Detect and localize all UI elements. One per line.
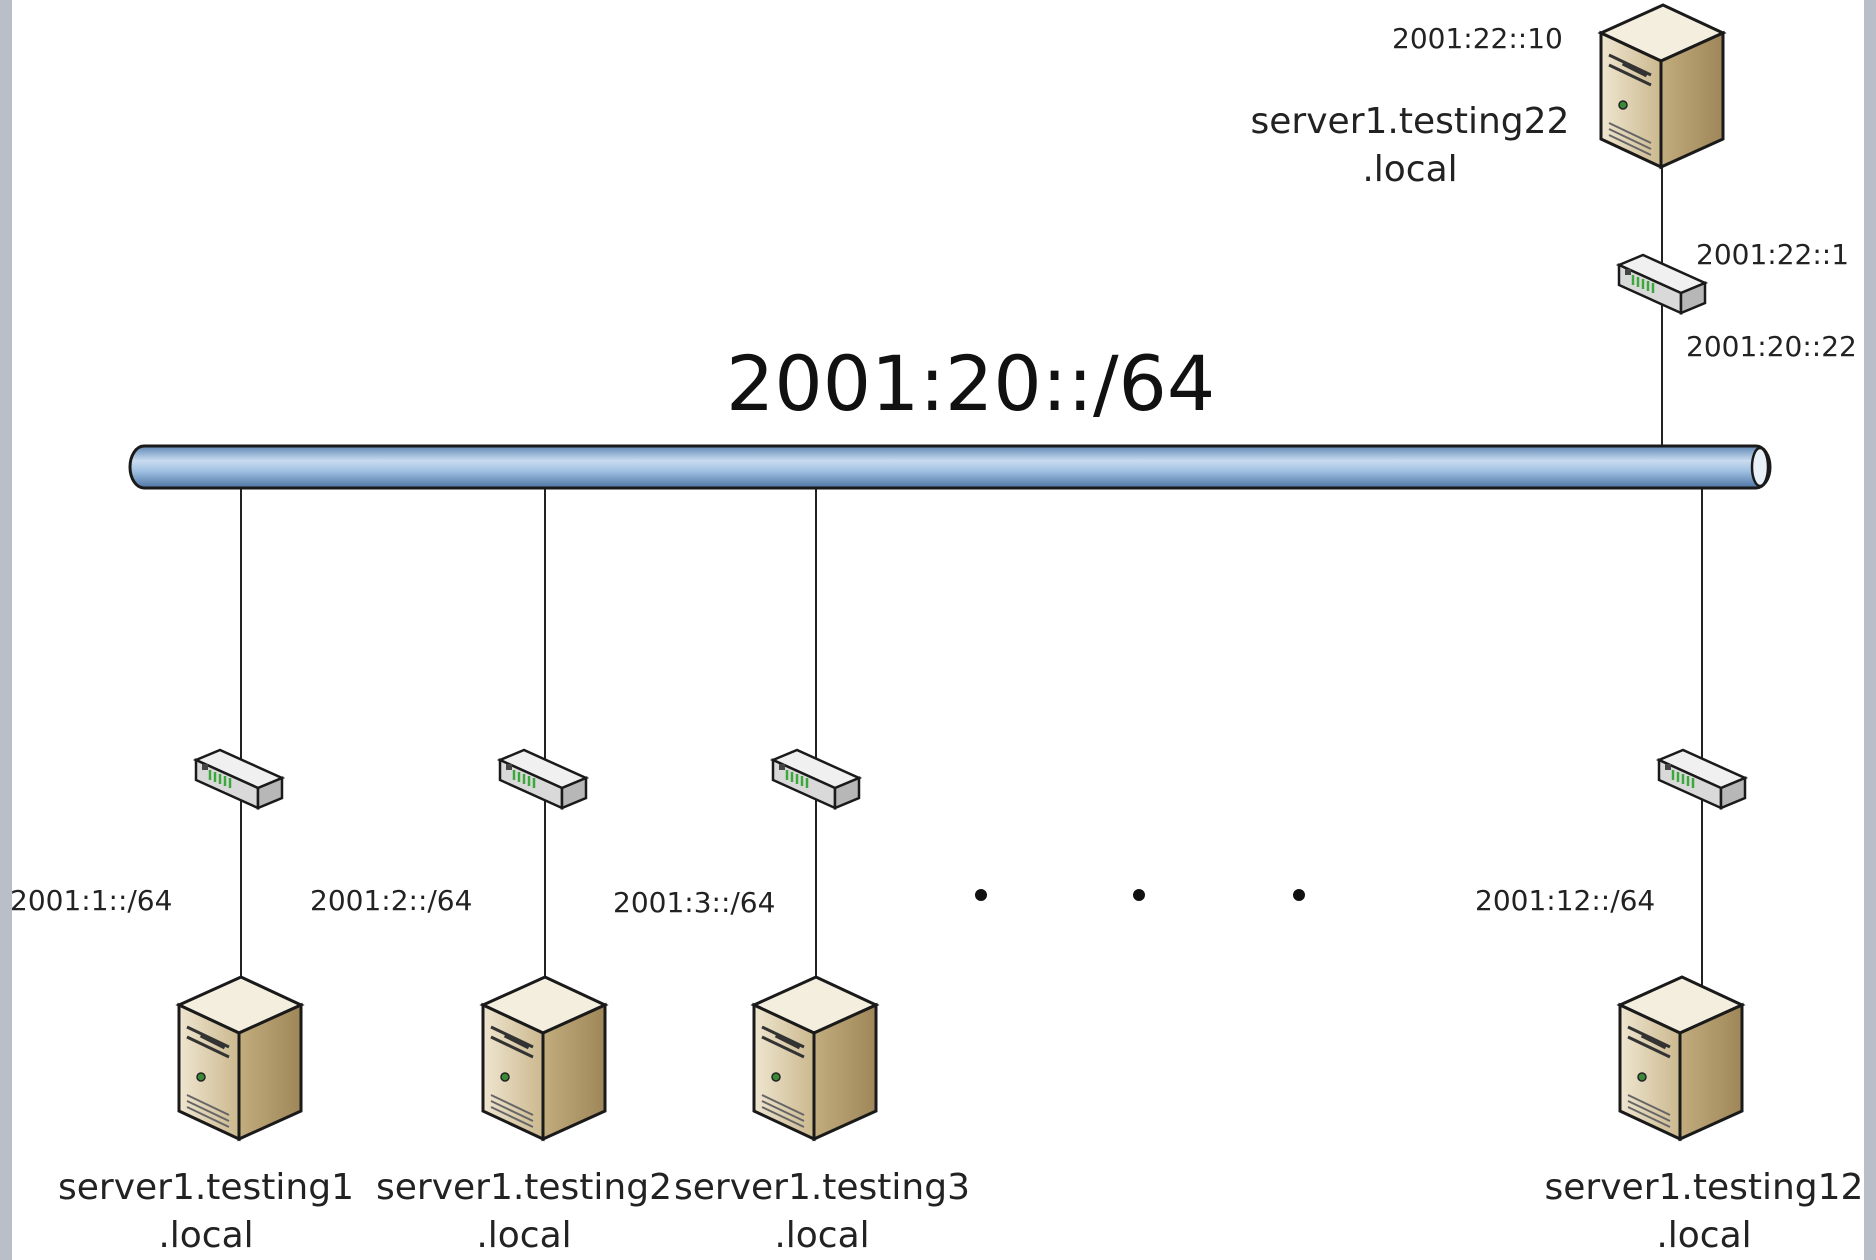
subnet-label: 2001:3::/64: [613, 886, 776, 919]
server-name-line2: .local: [476, 1215, 572, 1256]
server-tower-icon: [754, 977, 876, 1139]
server-name: server1.testing1 .local: [46, 1164, 366, 1260]
server-tower-icon: [1620, 977, 1742, 1139]
network-bus: [128, 444, 1772, 490]
server-name-line1: server1.testing1: [57, 1167, 354, 1208]
upstream-router-ip-upper: 2001:22::1: [1696, 238, 1850, 271]
upstream-server-name-line1: server1.testing22: [1250, 101, 1570, 142]
network-label: 2001:20::/64: [726, 339, 1216, 428]
subnet-label: 2001:12::/64: [1475, 884, 1656, 917]
upstream-server-name-line2: .local: [1362, 149, 1458, 190]
upstream-server-name: server1.testing22 .local: [1240, 98, 1580, 194]
router-icon: [194, 748, 284, 810]
server-tower-icon: [1601, 5, 1723, 167]
ellipsis-dot: [1133, 889, 1145, 901]
subnet-label: 2001:1::/64: [10, 884, 173, 917]
router-icon: [498, 748, 588, 810]
server-name-line1: server1.testing2: [375, 1167, 672, 1208]
upstream-server-ip: 2001:22::10: [1392, 22, 1563, 55]
router-icon: [1617, 253, 1707, 315]
server-name-line2: .local: [158, 1215, 254, 1256]
server-tower-icon: [179, 977, 301, 1139]
ellipsis-dot: [975, 889, 987, 901]
server-name: server1.testing12 .local: [1534, 1164, 1874, 1260]
subnet-label: 2001:2::/64: [310, 884, 473, 917]
server-name: server1.testing3 .local: [662, 1164, 982, 1260]
router-icon: [771, 748, 861, 810]
server-name-line1: server1.testing3: [673, 1167, 970, 1208]
router-icon: [1657, 748, 1747, 810]
server-name-line2: .local: [774, 1215, 870, 1256]
diagram-drawing: [128, 0, 1772, 1260]
ellipsis-dot: [1293, 889, 1305, 901]
network-diagram: 2001:20::/64 2001:22::10 server1.testing…: [10, 0, 1864, 1260]
upstream-router-ip-lower: 2001:20::22: [1686, 330, 1857, 363]
server-tower-icon: [483, 977, 605, 1139]
server-name: server1.testing2 .local: [364, 1164, 684, 1260]
server-name-line2: .local: [1656, 1215, 1752, 1256]
server-name-line1: server1.testing12: [1544, 1167, 1864, 1208]
